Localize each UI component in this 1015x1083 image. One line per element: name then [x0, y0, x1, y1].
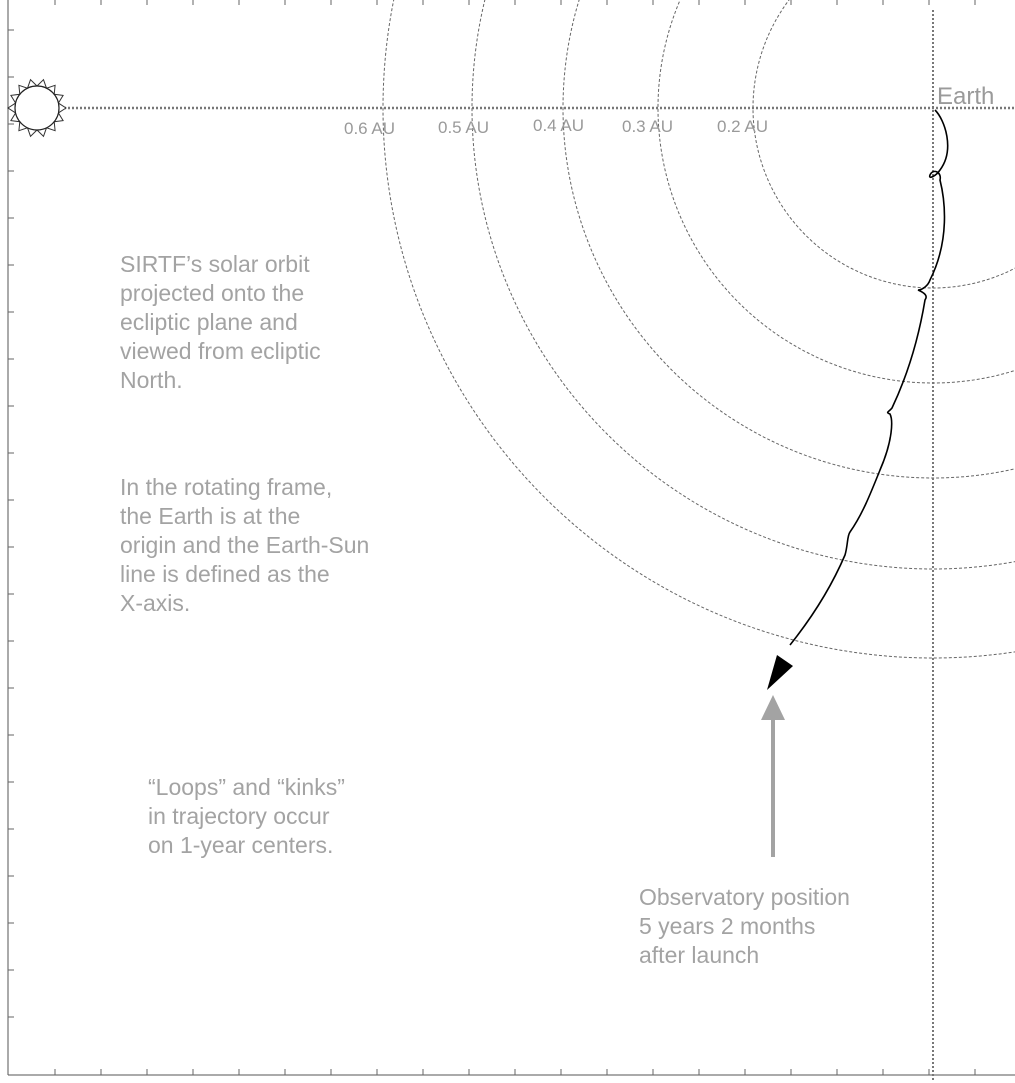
- description-paragraph-2: In the rotating frame, the Earth is at t…: [120, 474, 370, 616]
- ring-label-0.6au: 0.6 AU: [344, 119, 395, 138]
- distance-rings: [382, 0, 1015, 659]
- ring-0.4au: [562, 0, 1015, 479]
- ring-label-0.5au: 0.5 AU: [438, 118, 489, 137]
- trajectory-arrowhead: [767, 655, 793, 690]
- ring-0.3au: [657, 0, 1015, 384]
- ring-label-0.2au: 0.2 AU: [717, 117, 768, 136]
- sirtf-trajectory: [789, 109, 949, 646]
- ring-0.2au: [752, 0, 1015, 289]
- description-paragraph-1: SIRTF’s solar orbit projected onto the e…: [120, 251, 321, 393]
- sun-icon: [7, 78, 67, 138]
- ring-label-0.4au: 0.4 AU: [533, 116, 584, 135]
- loops-kinks-note: “Loops” and “kinks” in trajectory occur …: [148, 774, 345, 858]
- observatory-position-note: Observatory position 5 years 2 months af…: [639, 884, 850, 968]
- earth-label: Earth: [937, 83, 994, 110]
- pointer-arrow-icon: [761, 695, 785, 720]
- ring-label-0.3au: 0.3 AU: [622, 117, 673, 136]
- axis-ticks: [8, 0, 976, 1075]
- ring-0.6au: [382, 0, 1015, 659]
